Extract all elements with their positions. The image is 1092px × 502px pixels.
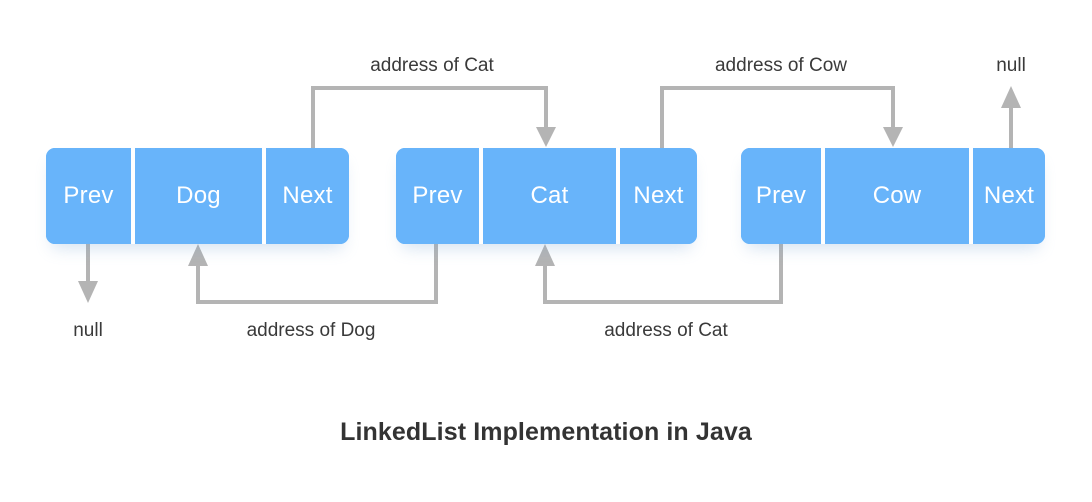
wire-dog-prev-to-null [78, 242, 98, 303]
label-null-bottom-left: null [73, 320, 103, 341]
wire-cat-prev-to-dog [188, 243, 438, 304]
node-cow-prev-cell: Prev [741, 148, 821, 244]
node-cow-next-cell: Next [969, 148, 1045, 244]
label-address-of-dog-bottom: address of Dog [246, 320, 376, 341]
node-cat-next-cell: Next [616, 148, 697, 244]
node-cow-value-cell: Cow [821, 148, 969, 244]
label-address-of-cat-top: address of Cat [370, 55, 494, 76]
wire-dog-next-to-cat [311, 86, 556, 150]
diagram-title: LinkedList Implementation in Java [340, 418, 752, 446]
wire-cow-prev-to-cat [535, 243, 783, 304]
label-address-of-cat-bottom: address of Cat [604, 320, 728, 341]
node-dog-next-cell: Next [262, 148, 349, 244]
list-node-cow: Prev Cow Next [741, 148, 1045, 244]
node-dog-value-cell: Dog [131, 148, 262, 244]
list-node-cat: Prev Cat Next [396, 148, 697, 244]
wire-cat-next-to-cow [660, 86, 903, 150]
node-cat-value-cell: Cat [479, 148, 616, 244]
list-node-dog: Prev Dog Next [46, 148, 349, 244]
node-cat-prev-cell: Prev [396, 148, 479, 244]
label-address-of-cow-top: address of Cow [714, 55, 848, 76]
label-null-top-right: null [996, 55, 1026, 76]
wire-cow-next-to-null [1001, 86, 1021, 150]
node-dog-prev-cell: Prev [46, 148, 131, 244]
